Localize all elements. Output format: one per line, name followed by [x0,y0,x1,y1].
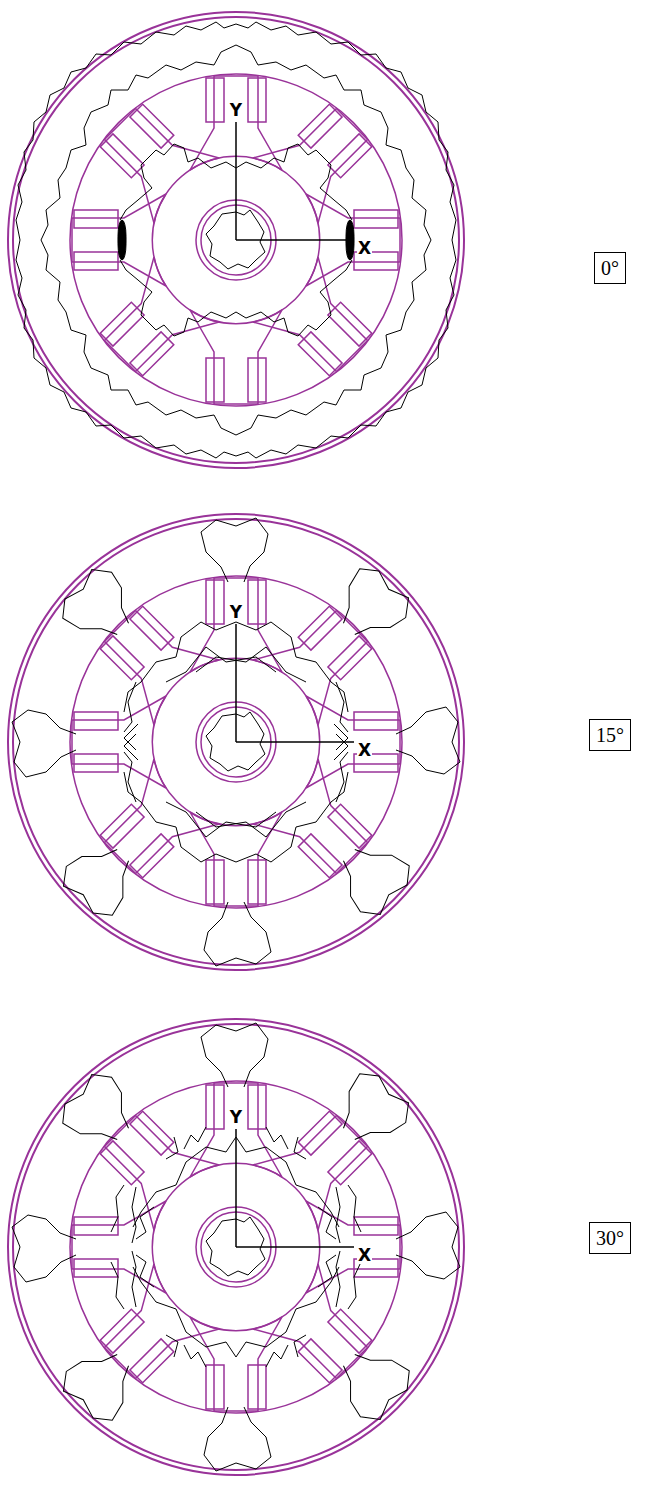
angle-box: 15° [589,719,631,751]
axis-label: Y [229,1109,243,1126]
angle-box: 0° [594,252,626,284]
angle-label: 0° [601,257,619,279]
axis-label: Y [229,102,243,119]
axis-label: X [357,1247,372,1264]
axis-label: X [357,742,372,759]
angle-label: 15° [596,724,624,746]
angle-box: 30° [589,1222,631,1254]
axis-label: Y [229,604,243,621]
angle-label: 30° [596,1227,624,1249]
axis-label: X [357,240,372,257]
